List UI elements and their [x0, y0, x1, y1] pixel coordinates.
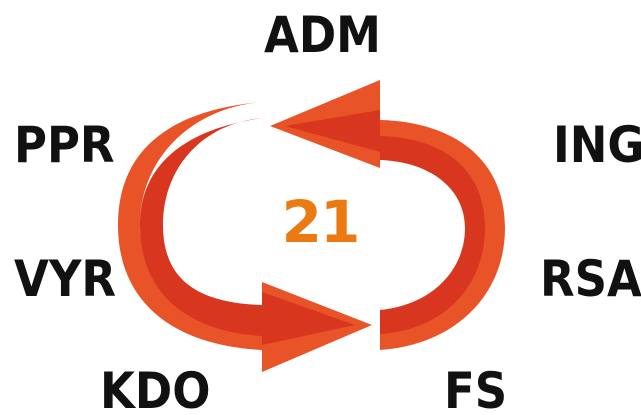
- label-ppr: PPR: [14, 116, 115, 174]
- label-kdo: KDO: [100, 362, 211, 415]
- label-fs: FS: [444, 362, 508, 415]
- right-cycle-arrow: [270, 80, 505, 350]
- center-number: 21: [281, 188, 361, 256]
- label-rsa: RSA: [540, 250, 641, 308]
- label-vyr: VYR: [14, 250, 117, 308]
- left-cycle-arrow: [118, 102, 372, 372]
- label-adm: ADM: [264, 6, 381, 64]
- label-ing: ING: [553, 116, 641, 174]
